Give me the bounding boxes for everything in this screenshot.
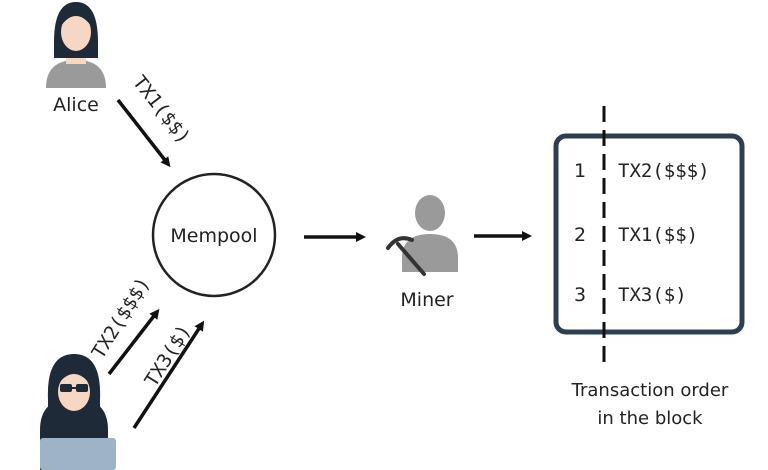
block-entry-tx: TX3($) (618, 284, 687, 306)
tx3-flow-label: TX3($) (141, 321, 196, 391)
mempool-label: Mempool (170, 225, 257, 247)
block-entry-index: 2 (574, 224, 586, 246)
block-caption-line-1: Transaction order (571, 380, 729, 401)
alice-avatar-icon (46, 2, 106, 88)
attacker-tx2-arrow (107, 308, 160, 376)
alice-to-mempool-arrow (116, 98, 171, 168)
miner-label: Miner (400, 289, 453, 311)
miner-avatar-icon (386, 195, 458, 276)
block-entry-index: 3 (574, 284, 586, 306)
tx1-flow-label: TX1($$) (128, 72, 195, 149)
block-entry-tx: TX1($$) (618, 224, 698, 246)
block-entry-tx: TX2($$$) (618, 160, 710, 182)
mempool-circle (151, 172, 277, 298)
block-caption-line-2: in the block (597, 408, 703, 429)
attacker-avatar-icon (40, 354, 116, 470)
alice-label: Alice (53, 94, 99, 116)
attacker-tx3-arrow (132, 320, 205, 429)
tx2-flow-label: TX2($$$) (88, 273, 155, 362)
block-entry-index: 1 (574, 160, 586, 182)
